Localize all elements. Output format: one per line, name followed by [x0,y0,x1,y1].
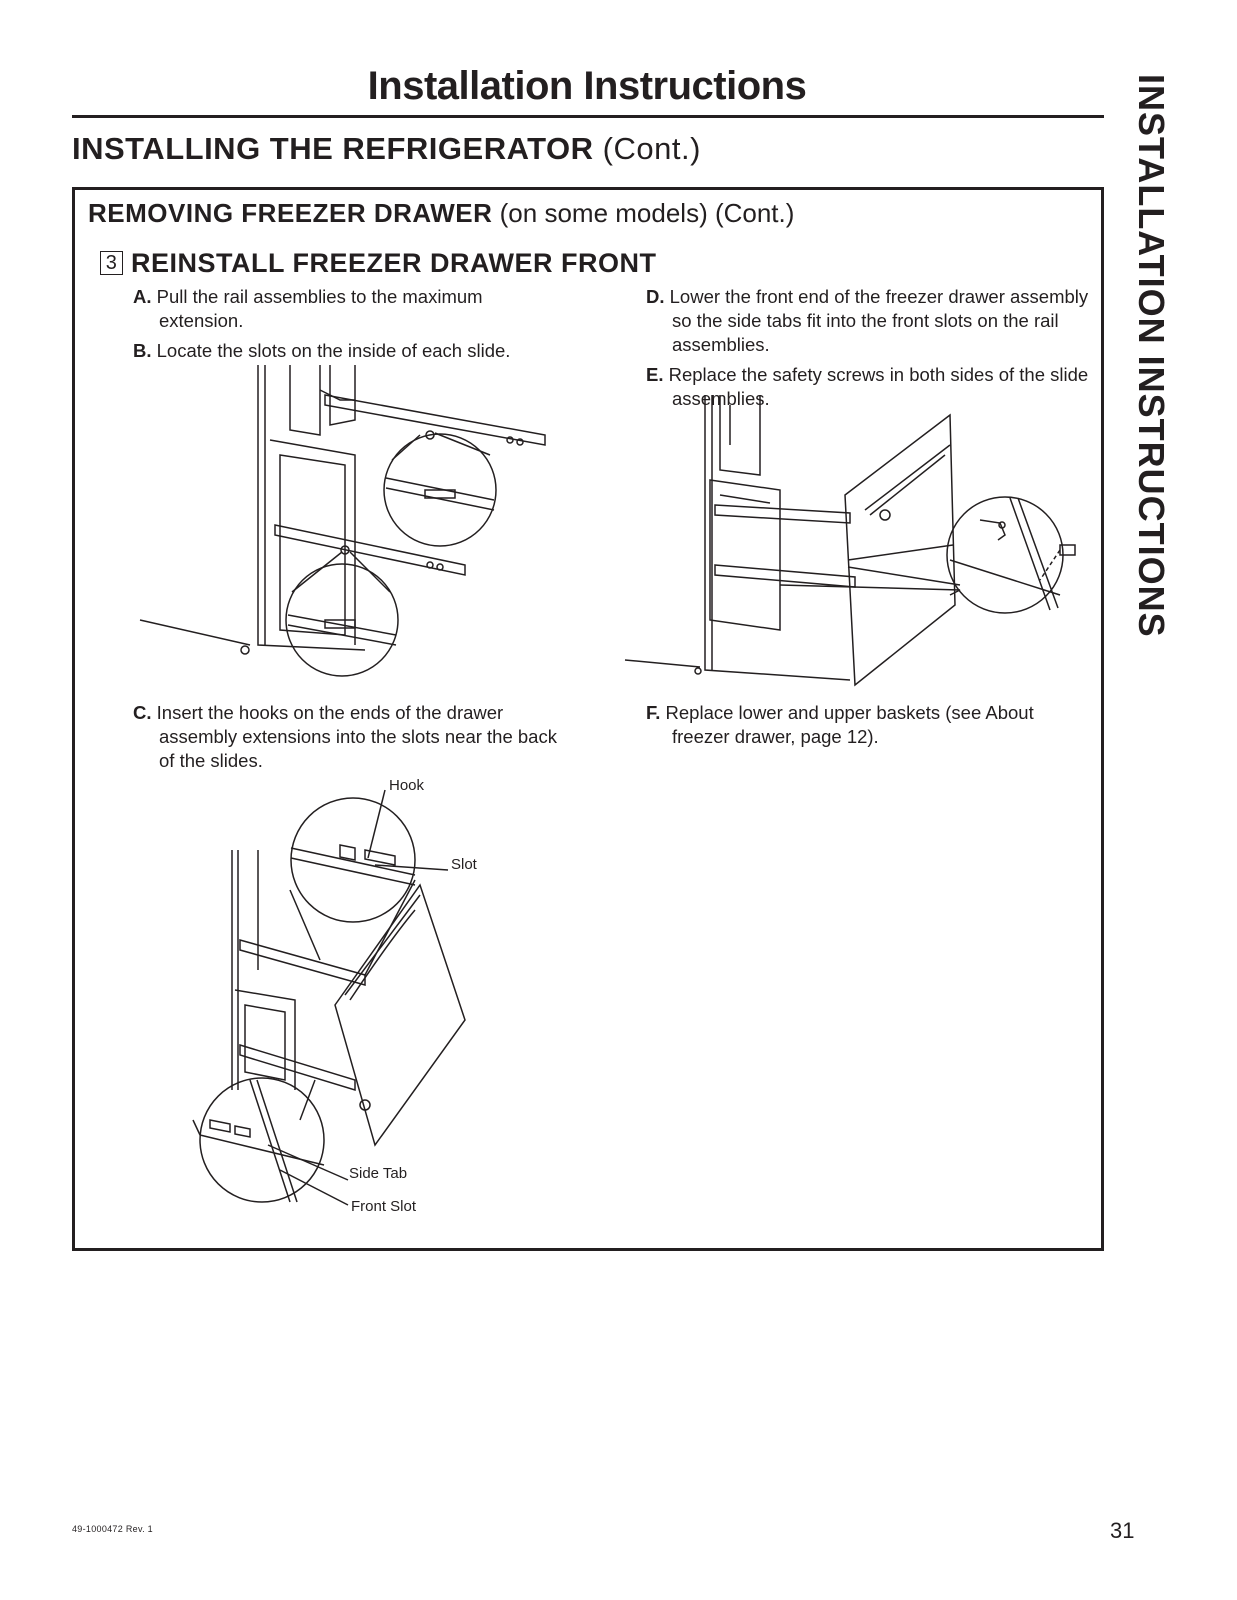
box-heading: REMOVING FREEZER DRAWER (on some models)… [88,198,794,229]
side-tab: INSTALLATION INSTRUCTIONS [1130,74,1182,664]
callout-hook: Hook [389,777,425,794]
title-rule [72,115,1104,118]
hook-slot-illustration [190,790,490,1220]
step-number-box: 3 [100,251,123,275]
callout-slot: Slot [451,856,477,873]
step-d: D. Lower the front end of the freezer dr… [646,286,1089,355]
side-tab-label: INSTALLATION INSTRUCTIONS [1131,74,1172,638]
instructions-d-e: D. Lower the front end of the freezer dr… [646,285,1096,411]
step-a: A. Pull the rail assemblies to the maxim… [133,286,483,331]
step-heading: 3 REINSTALL FREEZER DRAWER FRONT [100,248,657,279]
content-box [72,187,1104,1251]
instructions-a-b: A. Pull the rail assemblies to the maxim… [133,285,553,363]
step-f: F. Replace lower and upper baskets (see … [646,702,1034,747]
instructions-c: C. Insert the hooks on the ends of the d… [133,701,558,773]
callout-side-tab: Side Tab [349,1165,408,1182]
box-heading-main: REMOVING FREEZER DRAWER [88,198,493,228]
rails-extended-illustration [130,360,560,690]
section-heading-cont: (Cont.) [593,131,701,166]
step-c: C. Insert the hooks on the ends of the d… [133,702,557,771]
instructions-f: F. Replace lower and upper baskets (see … [646,701,1086,749]
step-e: E. Replace the safety screws in both sid… [646,364,1089,409]
page-title: Installation Instructions [367,64,807,108]
step-b: B. Locate the slots on the inside of eac… [133,340,511,361]
section-heading-main: INSTALLING THE REFRIGERATOR [72,131,594,166]
step-title: REINSTALL FREEZER DRAWER FRONT [131,248,657,278]
document-number: 49-1000472 Rev. 1 [72,1524,153,1534]
callout-front-slot: Front Slot [351,1198,417,1215]
drawer-lowered-illustration [620,395,1090,695]
page-number: 31 [1110,1518,1135,1543]
section-heading: INSTALLING THE REFRIGERATOR (Cont.) [72,131,701,167]
box-heading-cont: (on some models) (Cont.) [492,198,795,228]
